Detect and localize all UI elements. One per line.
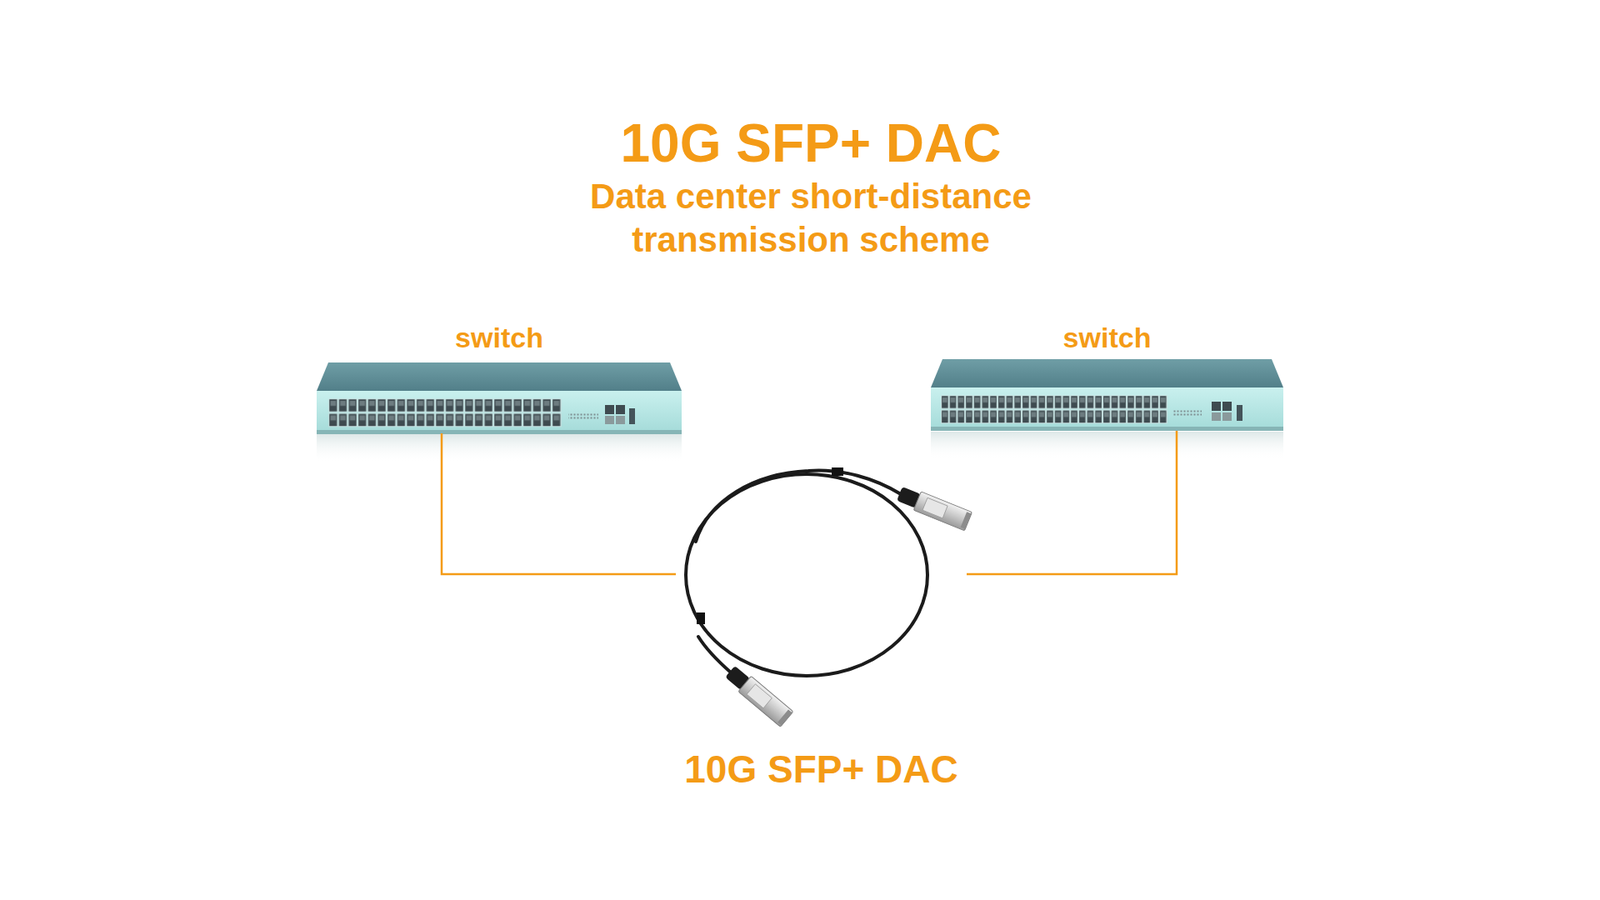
switch-node: switch	[316, 320, 682, 434]
sfp-module	[895, 484, 973, 531]
title: 10G SFP+ DAC	[477, 111, 1145, 175]
sfp-module	[723, 664, 794, 728]
node-heading: switch	[930, 320, 1284, 355]
connector-line	[441, 433, 676, 575]
connector-line	[966, 430, 1177, 575]
switch-node: switch	[930, 320, 1284, 431]
switch-illustration	[316, 362, 682, 463]
dac-cable-illustration	[685, 467, 928, 676]
switch-illustration	[930, 359, 1284, 460]
dac-cable-node: 10G SFP+ DAC	[675, 466, 967, 796]
node-heading: switch	[316, 320, 682, 355]
subtitle: Data center short-distance transmission …	[519, 175, 1103, 262]
node-caption: 10G SFP+ DAC	[675, 746, 967, 793]
